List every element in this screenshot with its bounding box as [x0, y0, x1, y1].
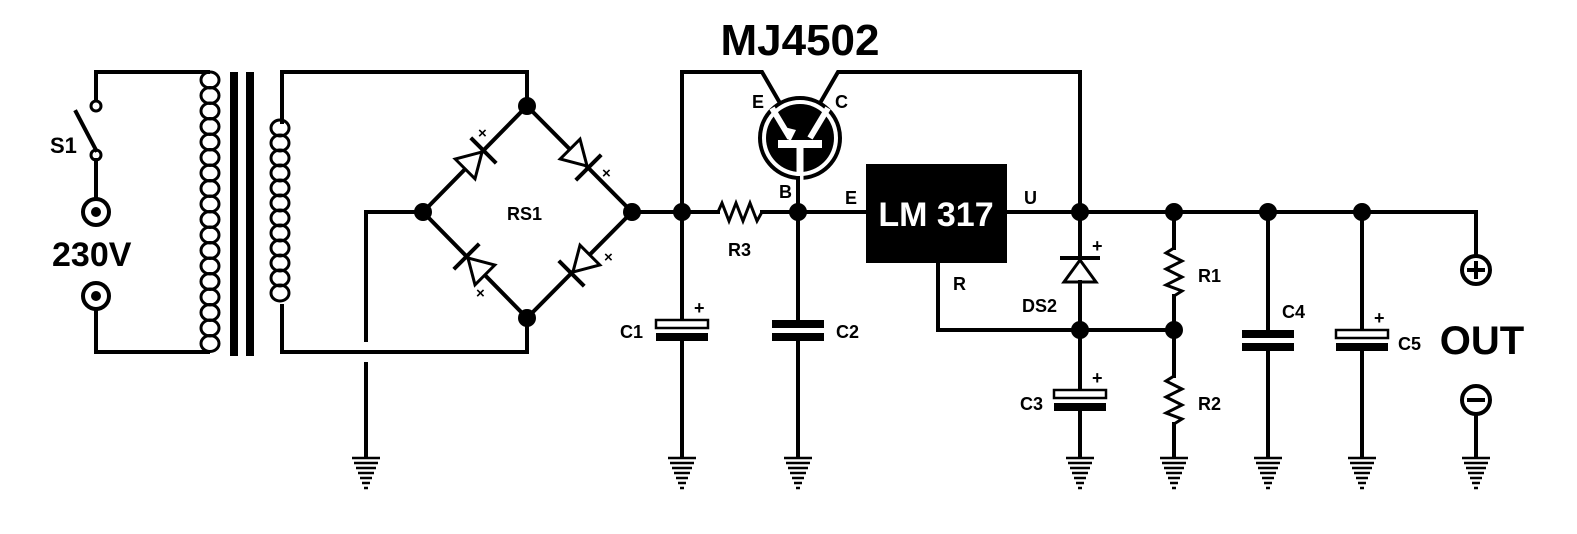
- capacitor-c3: + C3: [1020, 328, 1108, 458]
- c3-label: C3: [1020, 394, 1043, 414]
- mains-terminal-top: [81, 197, 111, 227]
- c4-label: C4: [1282, 302, 1305, 322]
- capacitor-c1: + C1: [620, 210, 710, 458]
- bridge-mark-3: ×: [476, 285, 485, 302]
- bridge-diode-3: [452, 242, 498, 288]
- r1-label: R1: [1198, 266, 1221, 286]
- capacitor-c5: + C5: [1334, 210, 1421, 458]
- regulator-pin-in: E: [845, 188, 857, 208]
- ground-symbol: [352, 456, 380, 490]
- ground-symbol: [1160, 456, 1188, 490]
- mains-voltage-label: 230V: [52, 236, 132, 274]
- resistor-r2: R2: [1162, 328, 1221, 458]
- output-terminals: OUT: [1440, 210, 1524, 458]
- regulator-part-label: LM 317: [878, 196, 993, 234]
- c5-label: C5: [1398, 334, 1421, 354]
- main-bus: [630, 70, 1478, 221]
- output-label: OUT: [1440, 319, 1524, 363]
- transformer-core-left: [230, 72, 238, 356]
- transistor-pin-e: E: [752, 92, 764, 112]
- ground-symbol: [668, 456, 696, 490]
- regulator-lm317: LM 317 E U R: [845, 164, 1183, 339]
- ground-symbol: [784, 456, 812, 490]
- c3-polarity: +: [1092, 368, 1103, 388]
- output-positive-terminal: [1460, 254, 1492, 286]
- ground-symbol: [1348, 456, 1376, 490]
- c1-label: C1: [620, 322, 643, 342]
- capacitor-c4: C4: [1242, 210, 1305, 458]
- transistor-pin-c: C: [835, 92, 848, 112]
- ground-symbol: [1462, 456, 1490, 490]
- bridge-mark-4: ×: [604, 249, 613, 266]
- bridge-diode-2: [557, 136, 603, 182]
- ground-symbol: [1254, 456, 1282, 490]
- ground-symbol: [1066, 456, 1094, 490]
- resistor-r1: R1: [1162, 210, 1221, 332]
- regulator-pin-out: U: [1024, 188, 1037, 208]
- bridge-mark-1: ×: [478, 125, 487, 142]
- bridge-diode-4: [557, 242, 603, 288]
- r2-label: R2: [1198, 394, 1221, 414]
- r3-label: R3: [728, 240, 751, 260]
- bridge-mark-2: ×: [602, 165, 611, 182]
- bridge-rectifier: × × × × RS1: [364, 97, 641, 458]
- transistor-part-label: MJ4502: [720, 16, 879, 65]
- resistor-r3: R3: [716, 198, 764, 260]
- c2-label: C2: [836, 322, 859, 342]
- capacitor-c2: C2: [772, 210, 859, 458]
- switch-label: S1: [50, 133, 77, 158]
- bridge-diode-1: [452, 136, 498, 182]
- c5-polarity: +: [1374, 308, 1385, 328]
- transistor-pin-b: B: [779, 182, 792, 202]
- ground-symbols: [352, 456, 1490, 490]
- bridge-label: RS1: [507, 204, 542, 224]
- transistor-mj4502: E C B: [752, 92, 848, 214]
- c1-polarity: +: [694, 298, 705, 318]
- transformer: [199, 70, 529, 356]
- diode-ds2: + DS2: [1022, 210, 1103, 332]
- transformer-core-right: [246, 72, 254, 356]
- regulator-pin-adj: R: [953, 274, 966, 294]
- ds2-label: DS2: [1022, 296, 1057, 316]
- switch-lever: [73, 109, 99, 153]
- mains-input: S1 230V: [50, 70, 210, 354]
- ds2-polarity: +: [1092, 236, 1103, 256]
